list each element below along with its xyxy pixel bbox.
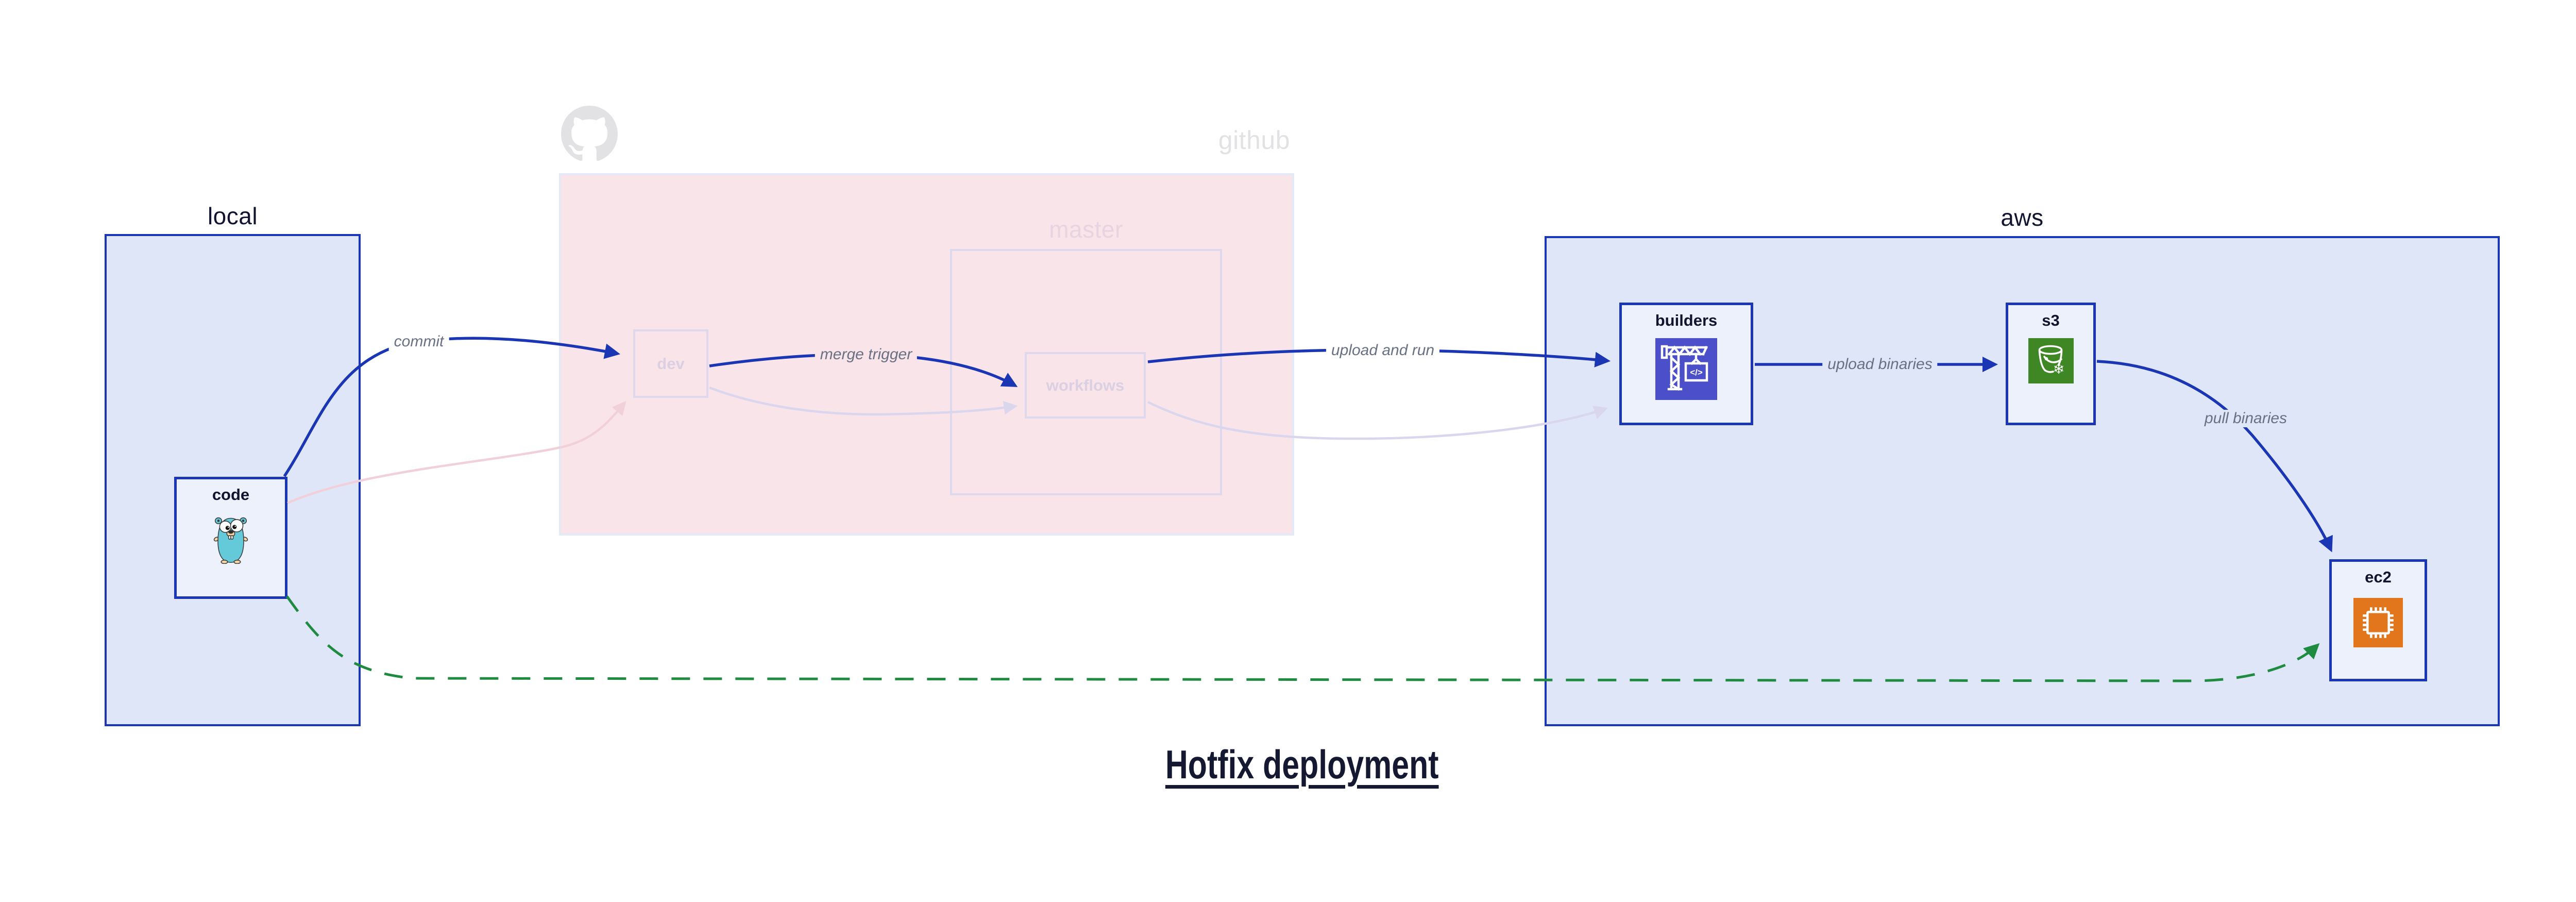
node-code: code [174,477,287,599]
node-ec2-label: ec2 [2365,568,2392,586]
node-ec2: ec2 [2329,559,2427,681]
github-region-label: github [1218,126,1290,155]
diagram-title-wrap: Hotfix deployment [0,741,2576,788]
builders-icon-code-text: </> [1690,368,1703,377]
node-workflows: workflows [1025,352,1146,419]
node-s3: s3 ❄ [2006,303,2096,425]
node-code-label: code [212,486,250,504]
node-s3-label: s3 [2042,311,2060,329]
github-octocat-icon [561,106,618,161]
node-dev-branch: dev [633,329,708,398]
edge-label-upload-binaries: upload binaries [1822,356,1938,373]
ec2-chip-icon [2353,597,2403,647]
edge-label-upload-and-run: upload and run [1326,342,1440,359]
s3-snowflake-glyph: ❄ [2053,361,2064,377]
edge-label-commit: commit [388,333,449,350]
node-builders: builders </> [1619,303,1753,425]
node-dev-label: dev [657,354,685,373]
aws-region-label: aws [2001,204,2044,231]
edge-label-pull-binaries: pull binaries [2199,410,2293,427]
master-branch-label: master [1049,216,1123,243]
diagram-title: Hotfix deployment [1165,742,1439,787]
go-gopher-icon [213,517,248,564]
s3-bucket-snowflake-icon: ❄ [2028,338,2074,383]
node-workflows-label: workflows [1046,376,1125,394]
edge-label-merge-trigger: merge trigger [815,346,918,363]
node-builders-label: builders [1655,311,1718,329]
codebuild-crane-icon: </> [1655,338,1717,400]
local-region-label: local [207,203,258,229]
